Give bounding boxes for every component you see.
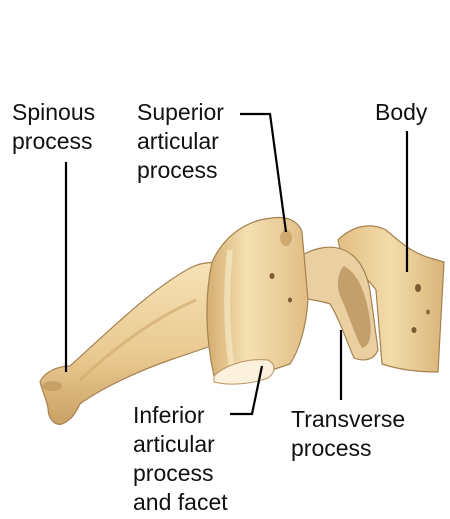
- label-line: articular: [137, 127, 224, 156]
- label-line: Inferior: [133, 401, 228, 430]
- label-line: Spinous: [12, 98, 95, 127]
- leader-superior: [240, 114, 286, 232]
- label-spinous-process: Spinous process: [12, 98, 95, 156]
- label-line: and facet: [133, 488, 228, 517]
- label-line: Transverse: [291, 405, 405, 434]
- label-line: process: [12, 127, 95, 156]
- label-line: articular: [133, 430, 228, 459]
- label-line: process: [137, 156, 224, 185]
- label-line: Body: [375, 98, 427, 127]
- label-body: Body: [375, 98, 427, 127]
- articular-pillar-shape: [207, 218, 308, 379]
- label-line: process: [133, 459, 228, 488]
- label-inferior-articular-process: Inferior articular process and facet: [133, 401, 228, 517]
- label-superior-articular-process: Superior articular process: [137, 98, 224, 185]
- label-transverse-process: Transverse process: [291, 405, 405, 463]
- label-line: process: [291, 434, 405, 463]
- label-line: Superior: [137, 98, 224, 127]
